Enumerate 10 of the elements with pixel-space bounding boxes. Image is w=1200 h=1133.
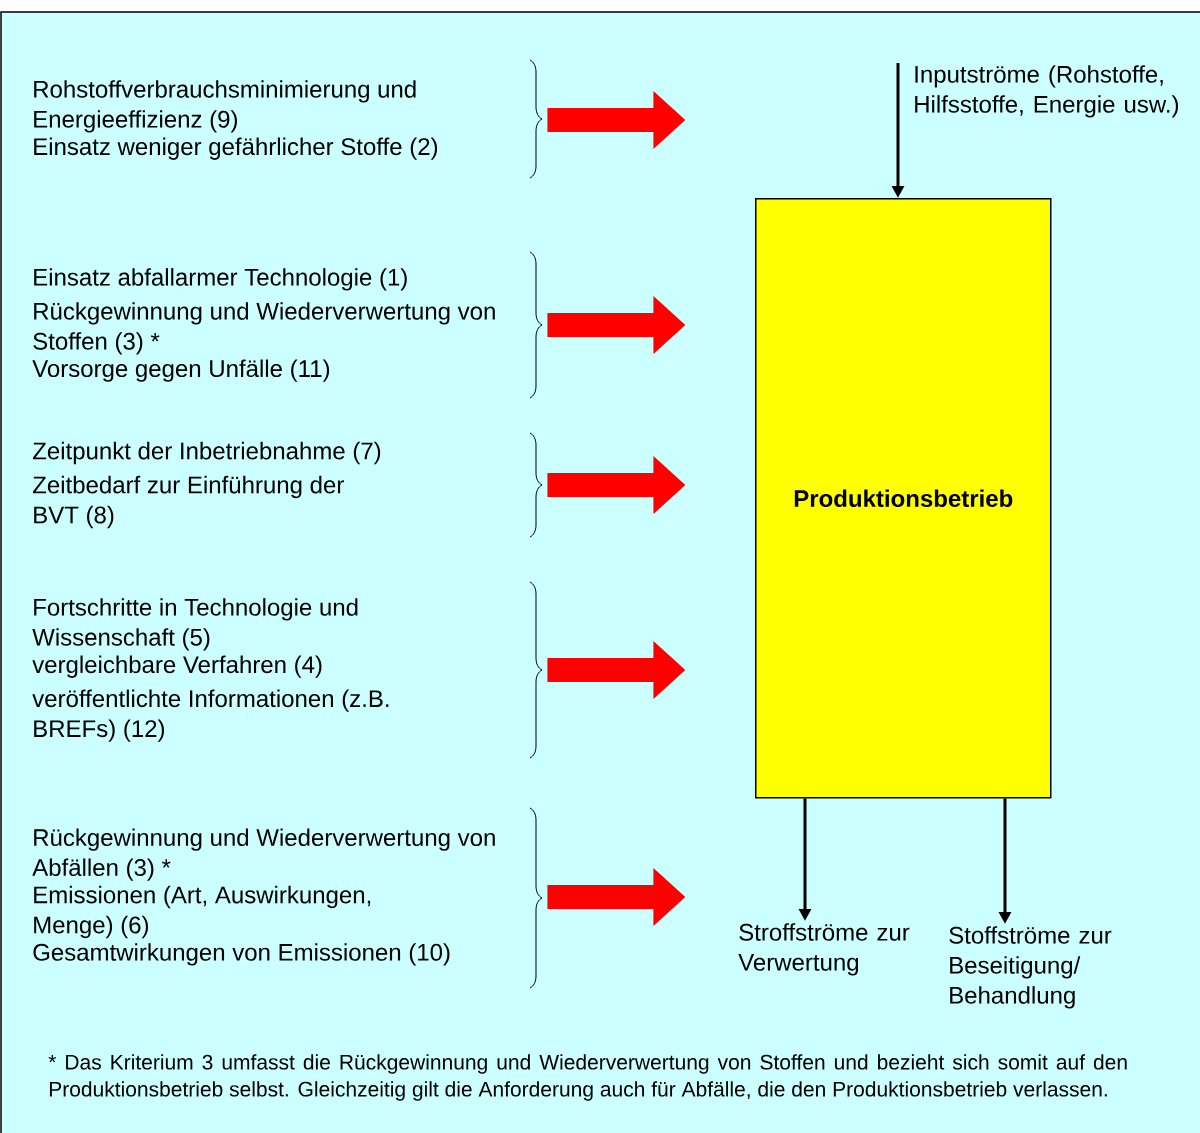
bracketed-list: Rückgewinnung und Wiederverwertung von Abfällen (3) * Emissionen (Art, Auswirkungen, Menge) (6) Gesamtwirkungen von Emissionen (10) [32,807,543,989]
footnote: * Das Kriterium 3 umfasst die Rückgewinnung und Wiederverwertung von Stoffen und bezieht sich somit auf den Produktionsbetrieb selbst. Gleichzeitig gilt die Anforderung auch für Abfälle, die den Produktionsbetrieb verlassen. [48,1054,1127,1101]
flow-label: Stroffströme zur Verwertung [738,923,910,976]
bracketed-list: Fortschritte in Technologie und Wissenschaft (5) vergleichbare Verfahren (4) veröffentlichte Informationen (z.B. BREFs) (12) [32,581,543,759]
bracketed-list: Einsatz abfallarmer Technologie (1) Rückgewinnung und Wiederverwertung von Stoffen (3) * Vorsorge gegen Unfälle (11) [32,251,543,399]
flow-label: Stoffströme zur Beseitigung/ Behandlung [949,926,1112,1009]
process-box: Produktionsbetrieb [755,198,1052,799]
bracketed-list: Rohstoffverbrauchsminimierung und Energieeffizienz (9) Einsatz weniger gefährlicher Stoffe (2) [34,59,543,179]
flow-label: Inputströme (Rohstoffe, Hilfsstoffe, Energie usw.) [915,65,1179,118]
bracketed-list: Zeitpunkt der Inbetriebnahme (7) Zeitbedarf zur Einführung der BVT (8) [33,432,543,538]
